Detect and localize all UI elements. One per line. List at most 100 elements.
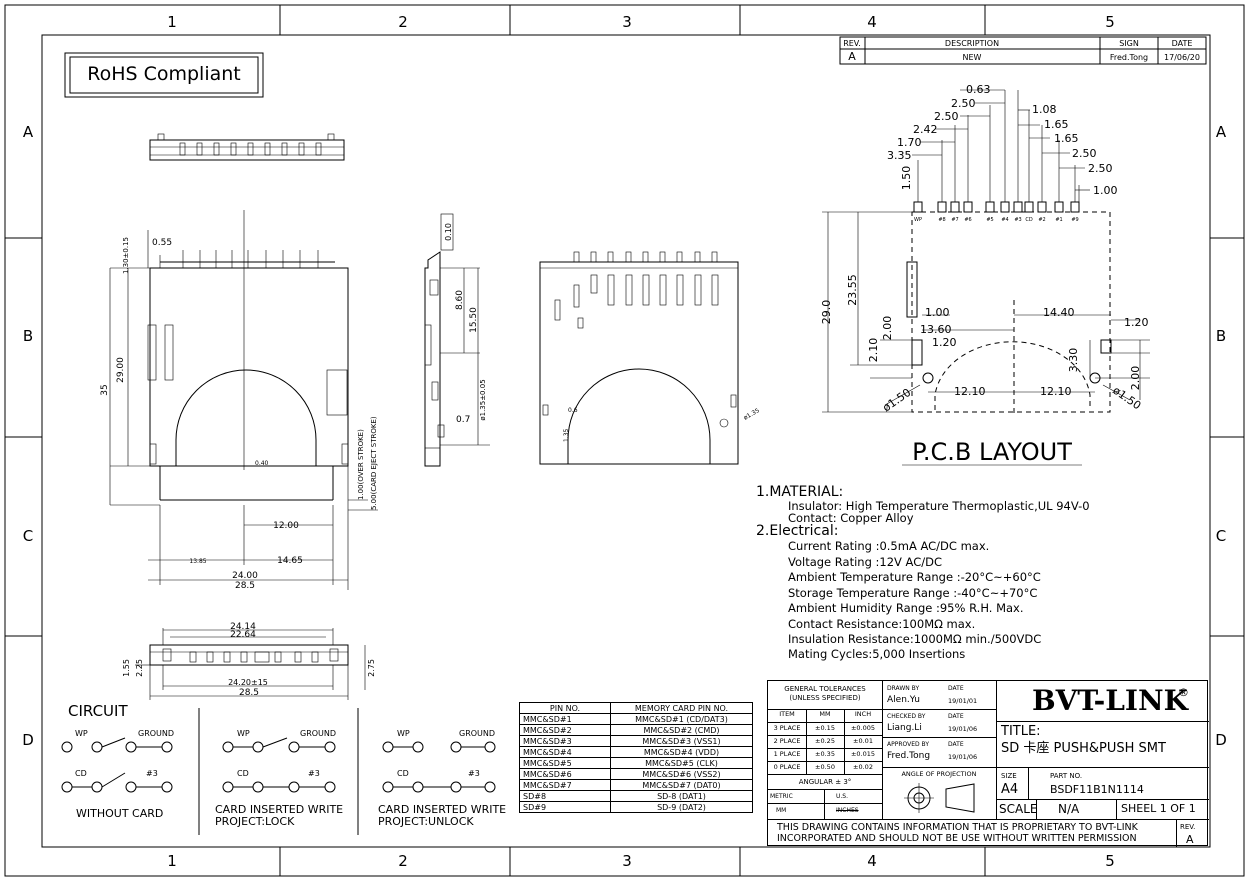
back-view-drawing: ø1.35 0.6 1.35 [539,251,761,465]
dim-040: 0.40 [255,460,269,467]
row-label: A [1216,123,1227,141]
tolerance-cell: 0 PLACE [773,763,801,771]
approved-by: Fred.Tong [887,751,931,761]
dim-285-bottom: 28.5 [239,688,259,698]
col-label: 4 [867,13,877,31]
dim-125: 1.35 [563,428,570,442]
ground-label: GROUND [459,729,495,738]
caption-without-card: WITHOUT CARD [76,807,164,820]
row-label: C [1216,527,1226,545]
dim-155: 1.55 [122,659,131,677]
company-name: BVT-LINK [1032,684,1188,717]
date-label: DATE [948,741,964,748]
electrical-line: Mating Cycles:5,000 Insertions [788,647,965,661]
bottom-view-drawing: 24.14 22.64 1.55 2.25 24.20±15 28.5 2.75 [122,622,376,700]
memory-pin-cell: MMC&SD#4 (VDD) [610,746,753,758]
description-header: DESCRIPTION [945,39,999,48]
top-view-drawing [149,133,345,161]
memory-pin-cell: SD-8 (DAT1) [610,790,753,802]
rohs-text: RoHS Compliant [87,63,241,85]
pcb-dim-290: 29.0 [820,300,833,325]
dim-07: 0.7 [456,415,470,425]
pcb-dim-120-right: 1.20 [1124,316,1149,329]
pcb-dim: 1.65 [1054,132,1079,145]
circuit-title: CIRCUIT [68,702,128,720]
tolerance-header: GENERAL TOLERANCES (UNLESS SPECIFIED) [784,685,866,702]
pin-no-cell: MMC&SD#6 [519,768,611,780]
tolerance-col-header: MM [819,710,831,718]
date-label: DATE [948,685,964,692]
row-label: D [22,731,34,749]
pcb-dim-1210-right: 12.10 [1040,385,1072,398]
caption-unlock: CARD INSERTED WRITE PROJECT:UNLOCK [378,803,507,828]
col-label: 3 [622,852,632,870]
dim-35: 35 [100,384,110,395]
pcb-dim: 2.50 [934,110,959,123]
pin-label: #6 [964,217,971,223]
col-label: 5 [1105,852,1115,870]
wp-label: WP [237,729,250,738]
wp-label: WP [397,729,410,738]
checked-date: 19/01/06 [948,725,978,733]
pin-label: #9 [1071,217,1078,223]
pin-label: #1 [1055,217,1062,223]
front-view-drawing: 1.30±0.15 0.55 29.00 35 0.40 1.00(OVER S… [100,210,378,591]
pcb-dim: 2.50 [951,97,976,110]
pin-no-cell: MMC&SD#5 [519,757,611,769]
specifications: 1.MATERIAL: Insulator: High Temperature … [756,484,1090,661]
date-label: DATE [948,713,964,720]
pcb-dim-100: 1.00 [925,306,950,319]
memory-pin-cell: MMC&SD#2 (CMD) [610,724,753,736]
sheet-number: SHEEL 1 OF 1 [1121,802,1196,815]
pin-label: WP [914,217,922,223]
dim-010: 0.10 [444,223,453,241]
pcb-dim-330: 3.30 [1067,348,1080,373]
row-label: A [23,123,34,141]
electrical-line: Voltage Rating :12V AC/DC [788,555,942,569]
circuit-diagrams: CIRCUIT WP GROUND [61,702,496,835]
mm-label: MM [776,807,787,814]
dim-2400: 24.00 [232,571,258,581]
pin-no-cell: SD#9 [519,801,611,813]
checked-by: Liang.Li [887,723,922,733]
caption-lock: CARD INSERTED WRITE PROJECT:LOCK [215,803,344,828]
description-value: NEW [963,53,982,62]
scale-label: SCALE [999,802,1038,816]
tolerance-cell: ±0.50 [815,763,835,771]
sign-value: Fred.Tong [1110,53,1148,62]
size-label: SIZE [1001,772,1017,780]
pin-label: #8 [938,217,945,223]
pin-label: #3 [1014,217,1021,223]
dim-06: 0.6 [568,407,578,414]
dim-1200: 12.00 [273,521,299,531]
third-angle-projection-icon [904,783,975,813]
size-value: A4 [1001,782,1019,797]
pin-no-cell: MMC&SD#2 [519,724,611,736]
pin-header: PIN NO. [519,702,611,714]
dim-225: 2.25 [135,659,144,677]
electrical-line: Ambient Humidity Range :95% R.H. Max. [788,601,1024,615]
row-label: B [23,327,33,345]
pcb-dim: 2.50 [1088,162,1113,175]
part-no-label: PART NO. [1050,772,1083,780]
pcb-dim: 1.70 [897,136,922,149]
dim-860: 8.60 [455,290,465,310]
tolerance-col-header: INCH [854,710,872,718]
pin3-label: #3 [146,769,158,778]
pcb-dim: 1.65 [1044,118,1069,131]
material-line: Contact: Copper Alloy [788,511,914,525]
pin-label: #7 [951,217,958,223]
pcb-dim: 1.00 [1093,184,1118,197]
sign-header: SIGN [1119,39,1139,48]
dim-055: 0.55 [152,238,172,248]
ground-label: GROUND [138,729,174,738]
tolerance-cell: ±0.015 [850,750,876,758]
memory-pin-cell: MMC&SD#7 (DAT0) [610,779,753,791]
